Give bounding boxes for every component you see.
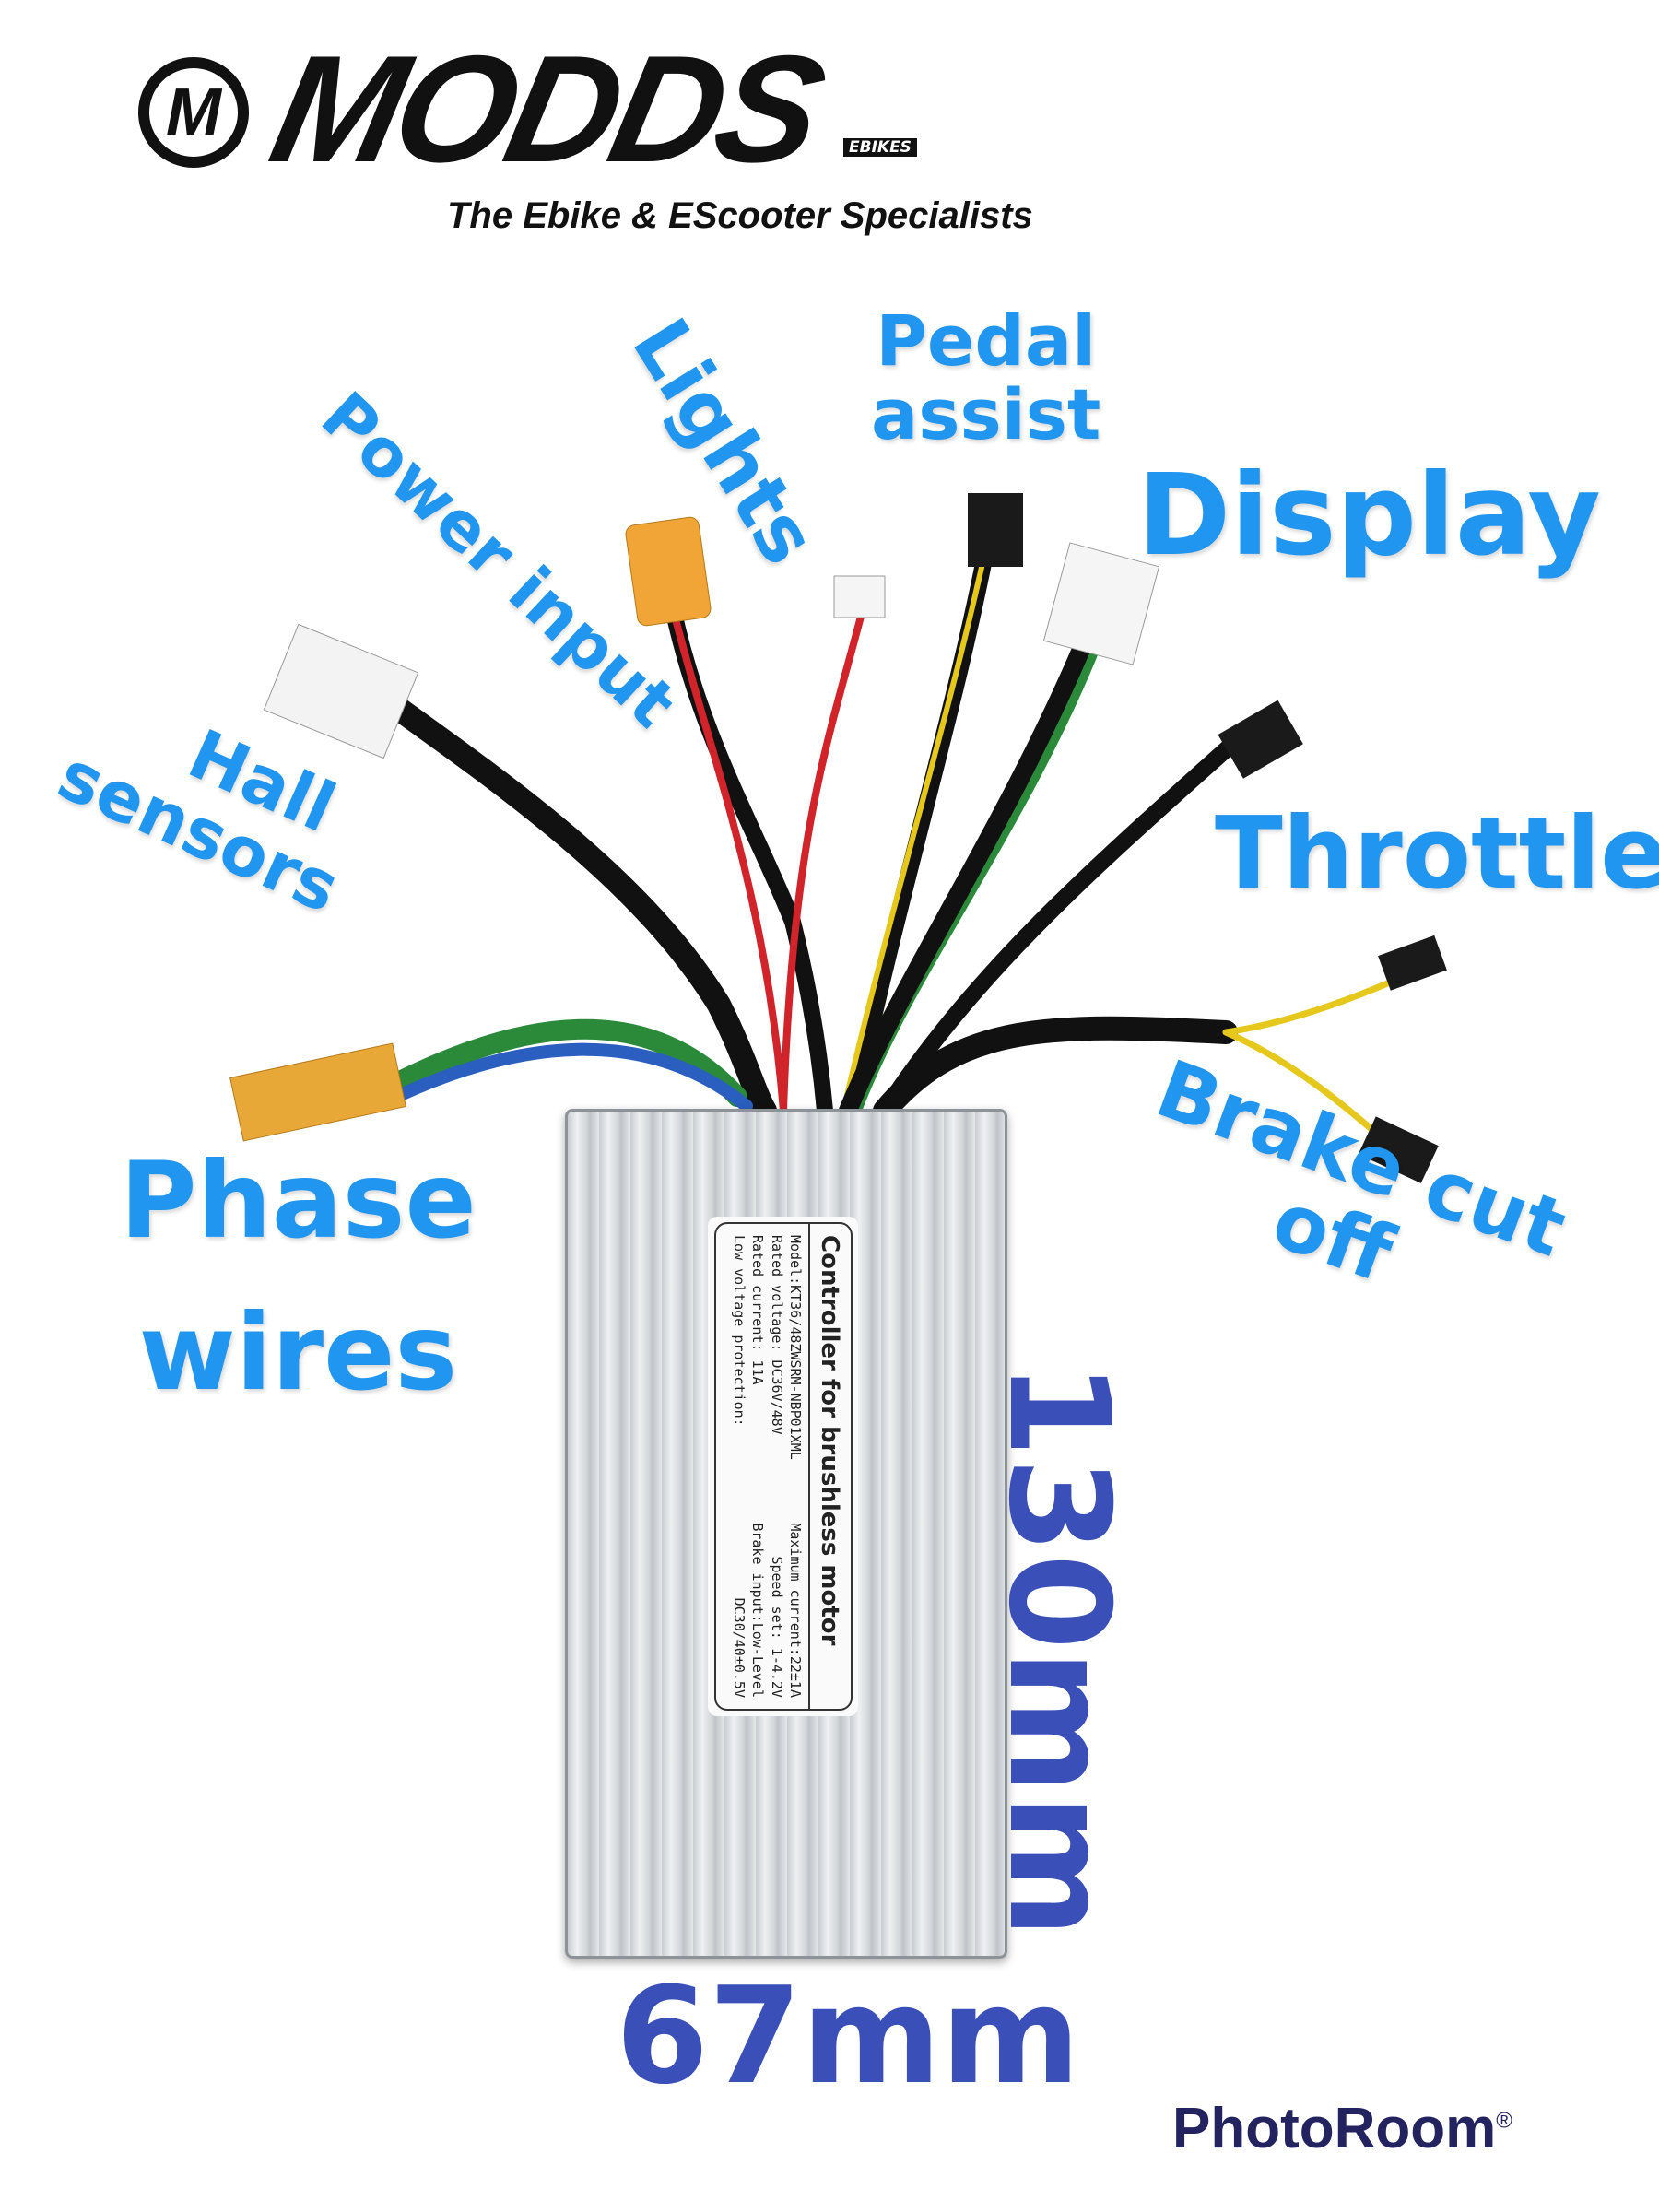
label-phase-wires: Phase wires (120, 1124, 477, 1430)
label-line: wires (138, 1291, 458, 1415)
tagline: The Ebike & EScooter Specialists (447, 195, 1033, 236)
label-line: Phase (120, 1139, 477, 1262)
plate-low-voltage: Low voltage protection: (730, 1235, 747, 1427)
dimension-height: 130mm (978, 1361, 1138, 1938)
display-cable-sleeve (839, 636, 1092, 1120)
phase-connector (229, 1042, 406, 1142)
power-cable-red (669, 605, 787, 1114)
plate-low-voltage-value: DC30/40±0.5V (730, 1597, 747, 1698)
lights-cable (780, 609, 865, 1114)
label-pedal-assist: Pedal assist (871, 304, 1100, 452)
plate-max-current: Maximum current:22±1A (786, 1523, 804, 1698)
plate-row: Low voltage protection: DC30/40±0.5V (729, 1235, 747, 1698)
pedal-cable-yellow (841, 523, 994, 1113)
registered-mark: ® (1496, 2108, 1512, 2134)
label-line: assist (871, 372, 1101, 455)
brake-cable (873, 1016, 1238, 1123)
plate-brake-input: Brake input:Low-Level (748, 1523, 766, 1698)
label-throttle: Throttle (1215, 796, 1659, 912)
throttle-cable (877, 729, 1248, 1119)
label-line: Pedal (876, 300, 1097, 382)
brake-connector-top (1378, 935, 1447, 991)
lights-connector (833, 575, 886, 618)
plate-rated-voltage: Rated voltage: DC36V/48V (768, 1235, 785, 1435)
spec-plate-content: Controller for brushless motor Model:KT3… (713, 1222, 853, 1711)
spec-plate: Controller for brushless motor Model:KT3… (708, 1217, 858, 1716)
phase-cable-blue (390, 1042, 753, 1112)
hall-connector (263, 623, 419, 759)
watermark-text: PhotoRoom (1172, 2097, 1497, 2160)
plate-title: Controller for brushless motor (807, 1224, 845, 1709)
brand-sub: EBIKES (843, 138, 917, 158)
dimension-width: 67mm (616, 1959, 1080, 2114)
plate-row: Rated current: 11A Brake input:Low-Level (748, 1235, 767, 1698)
throttle-connector (1218, 700, 1303, 779)
photoroom-watermark: PhotoRoom® (1172, 2096, 1512, 2161)
plate-row: Rated voltage: DC36V/48V Speed set: 1-4.2… (767, 1235, 785, 1698)
phase-cable (386, 1018, 747, 1107)
pedal-connector (968, 493, 1023, 567)
monogram-letter: M (166, 76, 221, 149)
plate-speed-set: Speed set: 1-4.2V (768, 1556, 785, 1698)
label-display: Display (1137, 450, 1601, 581)
plate-rated-current: Rated current: 11A (748, 1235, 766, 1385)
display-connector (1042, 542, 1160, 665)
power-connector (625, 516, 712, 627)
hall-cable (375, 688, 777, 1123)
plate-model: Model:KT36/48ZWSRM-NBP01XML (786, 1235, 804, 1460)
brake-connector-bottom (1358, 1116, 1439, 1183)
plate-row: Model:KT36/48ZWSRM-NBP01XML Maximum curre… (785, 1235, 804, 1698)
